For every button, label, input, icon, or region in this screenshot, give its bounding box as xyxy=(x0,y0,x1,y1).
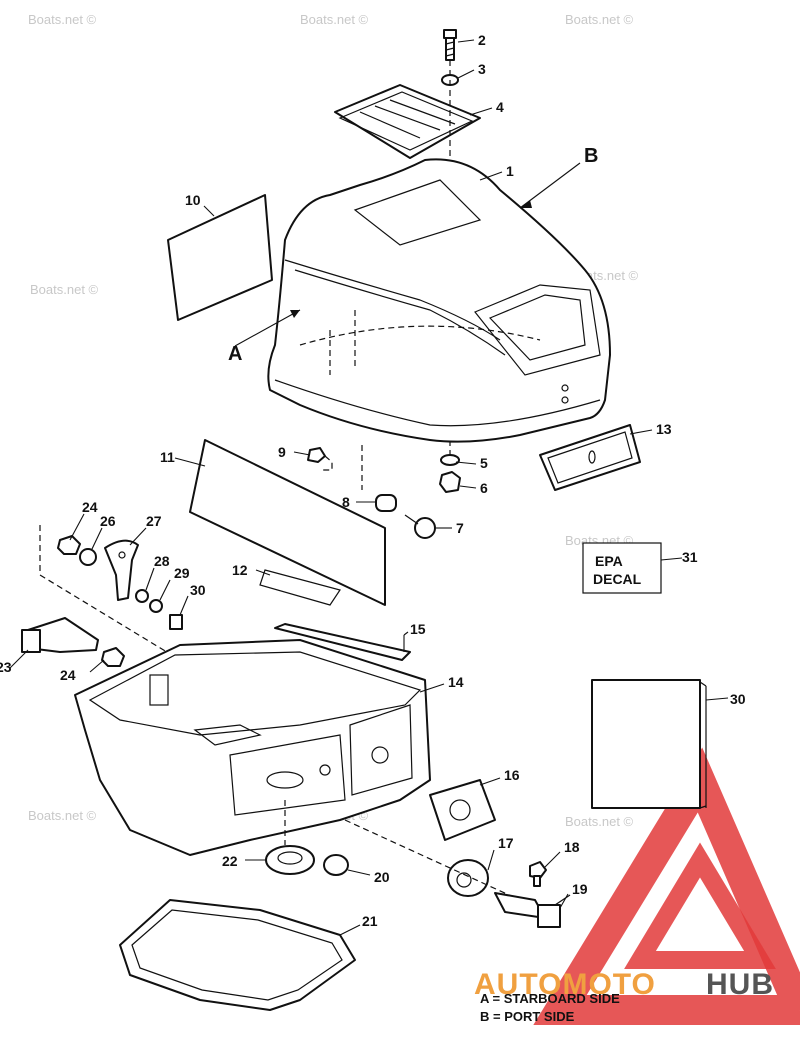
latch-dashline xyxy=(39,574,181,661)
callout-1: 1 xyxy=(506,163,514,179)
watermark: Boats.net © xyxy=(300,12,369,27)
part-latch-26 xyxy=(104,539,139,601)
part-decal-10 xyxy=(167,194,273,321)
part-plug-20 xyxy=(323,854,349,876)
callout-5: 5 xyxy=(480,455,488,471)
callout-9: 9 xyxy=(278,444,286,460)
callout-15: 15 xyxy=(410,621,426,637)
callout-27: 28 xyxy=(154,553,170,569)
part-lever-23 xyxy=(21,617,99,653)
part-fitting-19 xyxy=(494,892,571,928)
callout-19: 19 xyxy=(572,881,588,897)
dashline-17 xyxy=(344,819,521,901)
part-screw-18 xyxy=(529,861,547,887)
part-grommet-8 xyxy=(361,445,397,512)
view-letter-a: A xyxy=(228,343,242,365)
logo-part2: HUB xyxy=(706,968,774,1001)
watermark: Boats.net © xyxy=(565,814,634,829)
part-epa-decal-31: EPA DECAL xyxy=(582,542,662,594)
callout-14: 14 xyxy=(448,674,464,690)
part-washer-25 xyxy=(79,548,97,566)
callout-10: 10 xyxy=(185,192,201,208)
callout-31: 31 xyxy=(682,549,698,565)
part-plate-4 xyxy=(334,84,481,159)
callout-30: 30 xyxy=(730,691,746,707)
callout-13: 13 xyxy=(656,421,672,437)
callout-7: 7 xyxy=(456,520,464,536)
callout-16: 16 xyxy=(504,767,520,783)
callout-21: 21 xyxy=(362,913,378,929)
callout-20: 20 xyxy=(374,869,390,885)
watermark: Boats.net © xyxy=(28,808,97,823)
epa-decal-line2: DECAL xyxy=(593,571,642,587)
callout-6: 6 xyxy=(480,480,488,496)
callout-11: 11 xyxy=(160,449,175,465)
callout-labels: 2 3 4 1 B 10 A 13 11 9 5 6 8 7 24 26 27 … xyxy=(0,32,746,929)
callout-17: 17 xyxy=(498,835,514,851)
part-seal-21 xyxy=(119,899,356,1011)
callout-23: 23 xyxy=(0,659,12,675)
automotohub-logo-triangle xyxy=(533,747,800,1025)
callout-24: 24 xyxy=(82,499,98,515)
callout-3: 3 xyxy=(478,61,486,77)
part-plate-13 xyxy=(539,424,641,491)
watermark: Boats.net © xyxy=(30,282,99,297)
epa-decal-line1: EPA xyxy=(595,553,623,569)
part-nut-9 xyxy=(307,447,333,471)
part-decal-11 xyxy=(189,439,386,606)
watermark: Boats.net © xyxy=(28,12,97,27)
part-nut-6 xyxy=(439,471,461,493)
callout-24b: 24 xyxy=(60,667,76,683)
callout-26: 27 xyxy=(146,513,162,529)
callout-2: 2 xyxy=(478,32,486,48)
automotohub-logo: AUTOMOTO HUB xyxy=(474,968,774,1001)
callout-8: 8 xyxy=(342,494,350,510)
callout-18: 18 xyxy=(564,839,580,855)
part-manual-30 xyxy=(591,679,707,809)
callout-29: 30 xyxy=(190,582,206,598)
part-bottom-cowl-14 xyxy=(74,639,431,856)
legend-port: B = PORT SIDE xyxy=(480,1009,575,1024)
view-letter-b: B xyxy=(584,145,598,167)
part-grommet-22 xyxy=(265,800,315,875)
part-washer-27 xyxy=(135,589,149,603)
legend-starboard: A = STARBOARD SIDE xyxy=(480,991,620,1006)
part-washer-28 xyxy=(149,599,163,613)
part-grommet-16 xyxy=(429,779,496,841)
watermark: Boats.net © xyxy=(565,12,634,27)
part-washer-5 xyxy=(440,454,460,466)
leader-lines xyxy=(9,39,729,936)
logo-part1: AUTOMOTO xyxy=(474,968,656,1001)
part-seal-15 xyxy=(274,623,411,661)
callout-25: 26 xyxy=(100,513,116,529)
part-nut-24b xyxy=(101,647,125,667)
callout-22: 22 xyxy=(222,853,238,869)
callout-12: 12 xyxy=(232,562,248,578)
legend: A = STARBOARD SIDE B = PORT SIDE xyxy=(480,990,620,1026)
part-decal-12 xyxy=(259,569,341,606)
part-nut-24 xyxy=(57,535,81,555)
callout-4: 4 xyxy=(496,99,504,115)
part-screw-29 xyxy=(169,614,183,630)
part-screw-7 xyxy=(404,514,436,539)
part-top-cowl-1 xyxy=(267,158,611,443)
callout-28: 29 xyxy=(174,565,190,581)
part-grommet-17 xyxy=(447,859,489,897)
part-bolt-2 xyxy=(443,29,457,61)
